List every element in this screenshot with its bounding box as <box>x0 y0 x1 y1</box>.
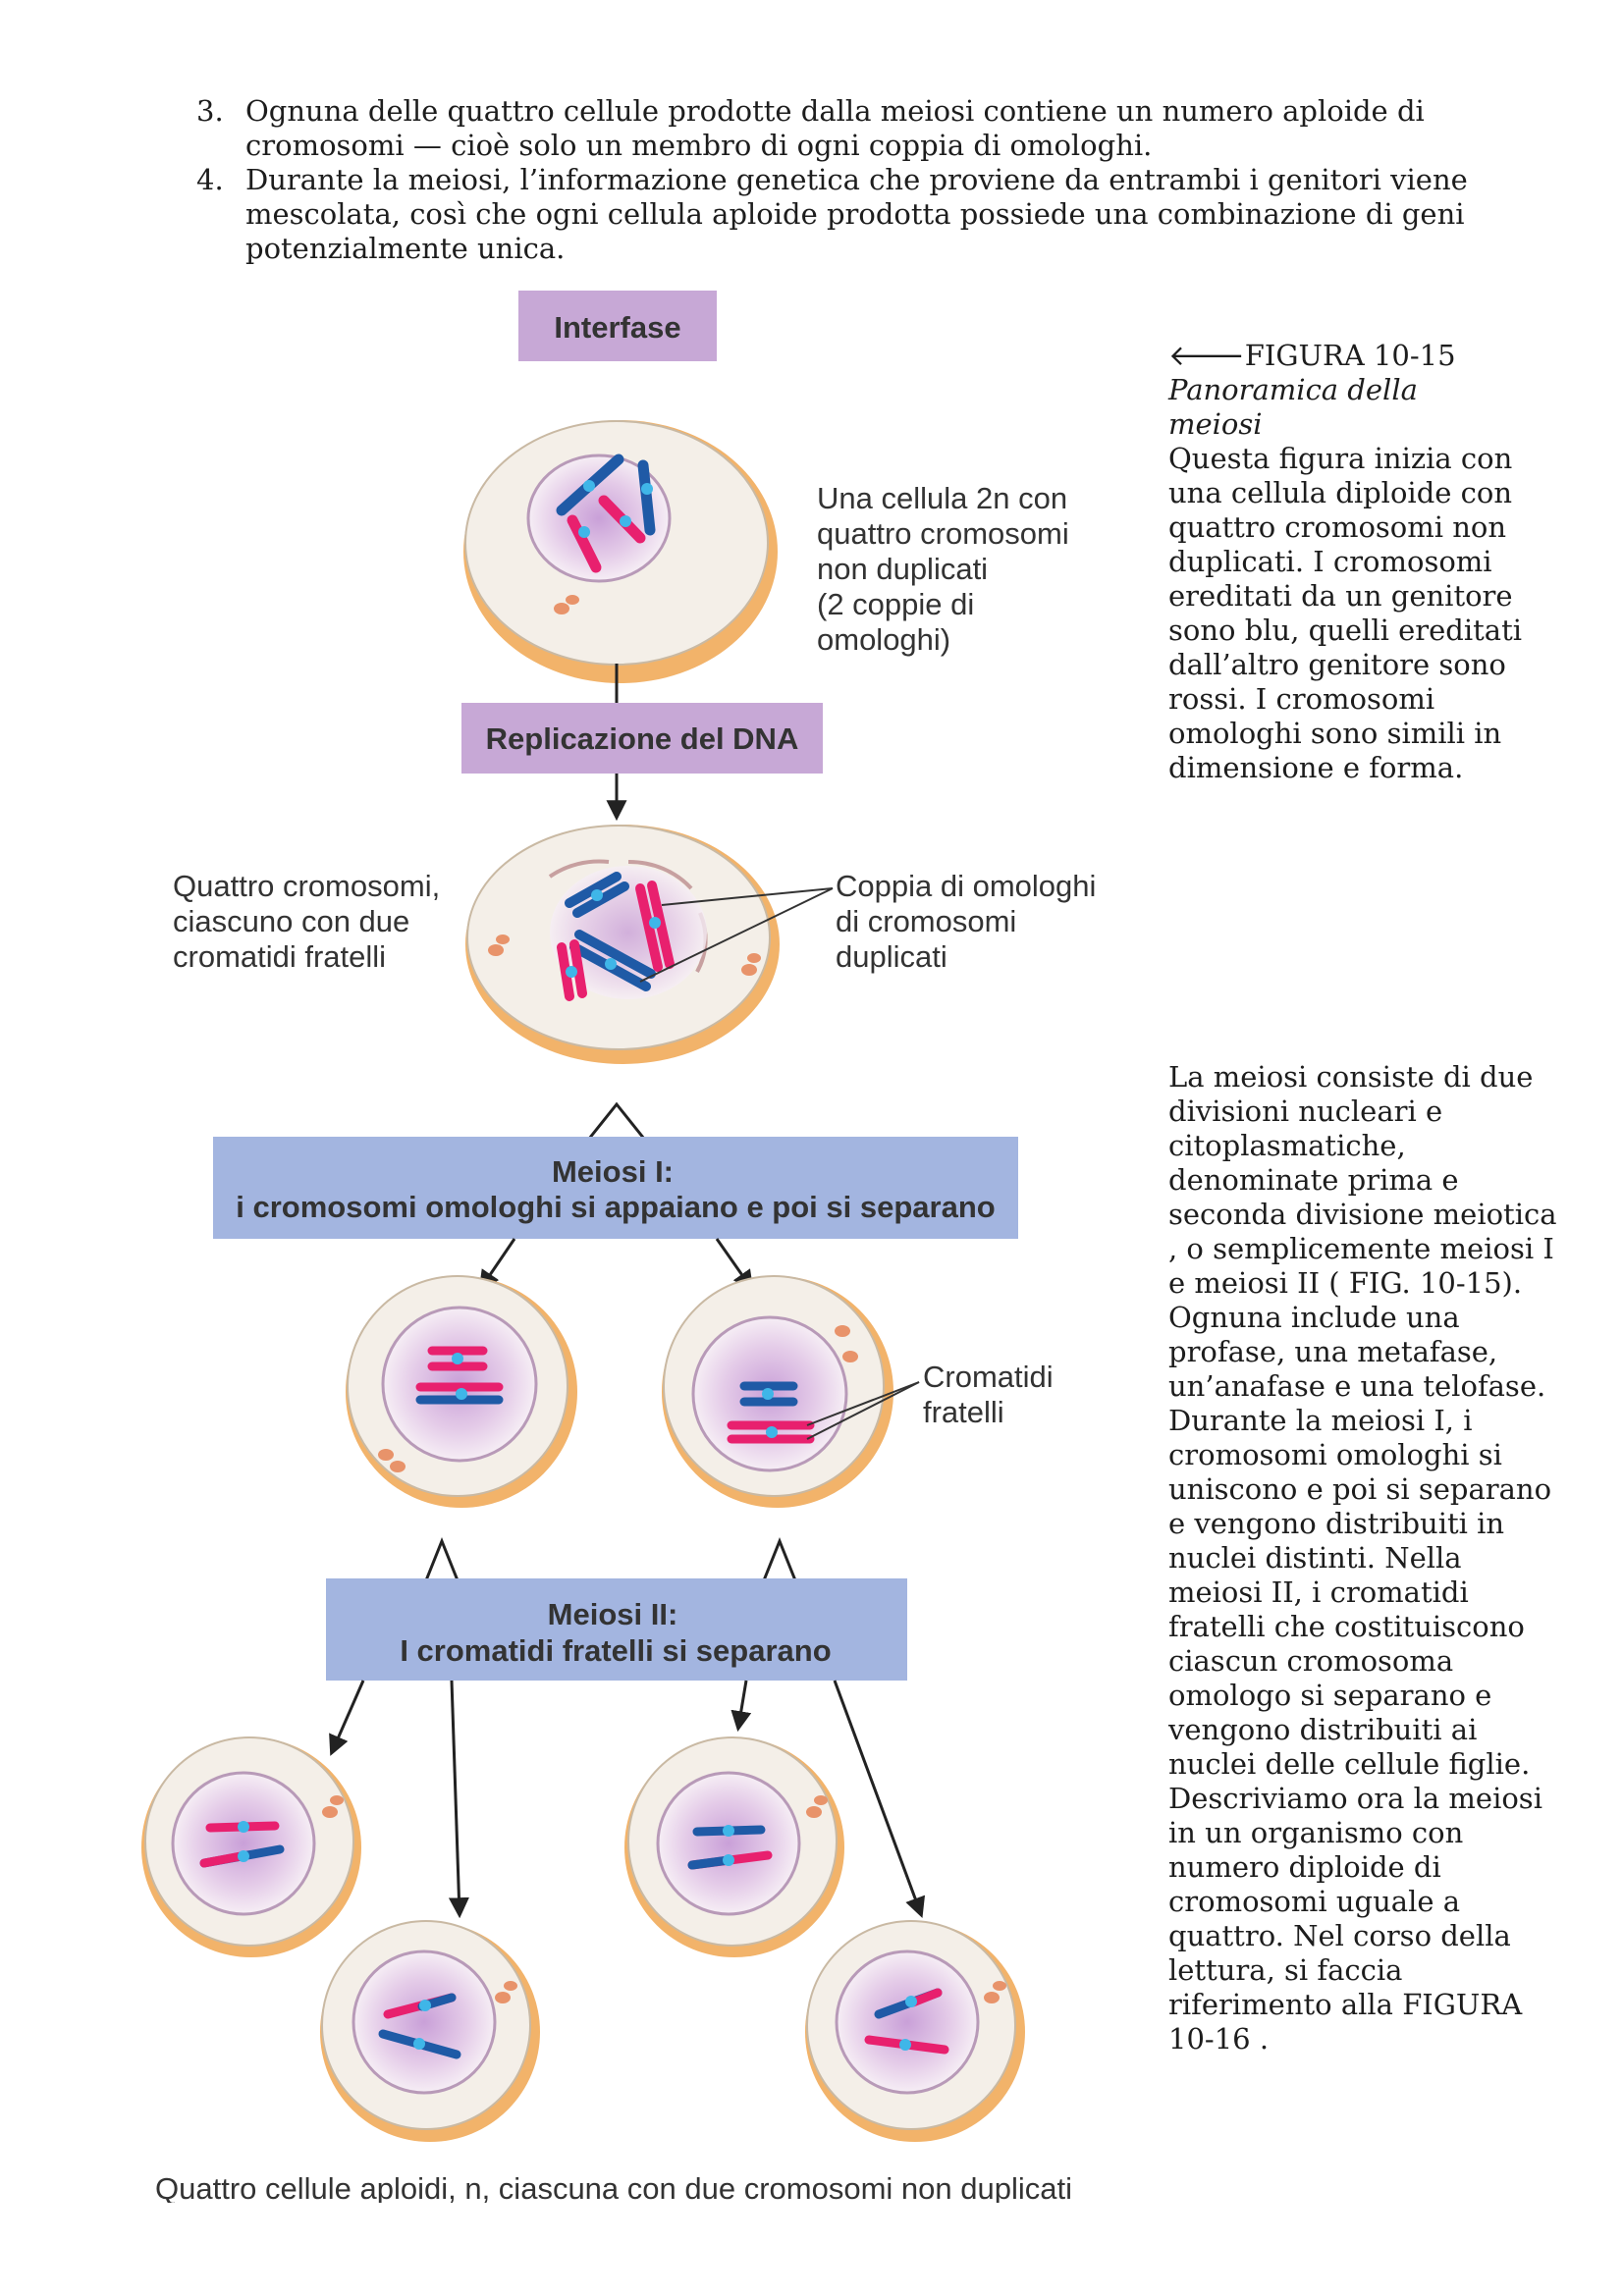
list-number: 3. <box>196 94 224 128</box>
list-item: 4. Durante la meiosi, l’informazione gen… <box>196 163 1532 266</box>
list-item: 3. Ognuna delle quattro cellule prodotte… <box>196 94 1532 163</box>
body-paragraph: La meiosi consiste di due divisioni nucl… <box>1168 1060 1557 2056</box>
replicazione-label-box <box>461 703 823 774</box>
interfase-label-box <box>518 291 717 361</box>
list-text: Ognuna delle quattro cellule prodotte da… <box>245 94 1425 162</box>
meiosi-1-box <box>213 1137 1018 1239</box>
interphase-cell <box>463 420 778 683</box>
cell-2n-description: Una cellula 2n con quattro cromosomi non… <box>817 481 1077 657</box>
cromatidi-fratelli-label: Cromatidi fratelli <box>923 1360 1061 1429</box>
organelle-icon <box>806 1795 828 1818</box>
organelle-icon <box>984 1981 1006 2003</box>
haploid-cell-2 <box>320 1920 540 2142</box>
haploid-cell-3 <box>624 1736 844 1957</box>
haploid-cell-1 <box>141 1736 361 1957</box>
figure-title-line: meiosi <box>1168 407 1263 441</box>
list-text: Durante la meiosi, l’informazione geneti… <box>245 163 1468 265</box>
numbered-list: 3. Ognuna delle quattro cellule prodotte… <box>196 94 1532 266</box>
organelle-icon <box>835 1325 858 1362</box>
meiosi-2-subtitle: I cromatidi fratelli si separano <box>400 1633 831 1668</box>
meiosi-1-subtitle: i cromosomi omologhi si appaiano e poi s… <box>236 1190 995 1224</box>
coppia-omologhi-label: Coppia di omologhi di cromosomi duplicat… <box>836 869 1105 974</box>
meiosi-2-box <box>326 1578 907 1681</box>
bottom-caption: Quattro cellule aploidi, n, ciascuna con… <box>155 2171 1072 2206</box>
organelle-icon <box>741 953 761 976</box>
figure-caption: 🡐FIGURA 10-15 Panoramica della meiosi Qu… <box>1168 339 1561 785</box>
haploid-cell-4 <box>805 1920 1025 2142</box>
figure-number: 🡐FIGURA 10-15 <box>1168 339 1456 372</box>
quattro-cromosomi-label: Quattro cromosomi, ciascuno con due crom… <box>173 869 449 974</box>
organelle-icon <box>495 1981 517 2003</box>
meiosi-1-title: Meiosi I: <box>552 1154 674 1189</box>
figure-title-line: Panoramica della <box>1168 373 1418 406</box>
interfase-label: Interfase <box>554 310 680 345</box>
organelle-icon <box>488 934 510 956</box>
organelle-icon <box>322 1795 344 1818</box>
organelle-icon <box>554 595 579 614</box>
list-number: 4. <box>196 163 224 196</box>
replicazione-label: Replicazione del DNA <box>486 721 799 756</box>
replicated-cell <box>465 825 834 1064</box>
meiosi-2-title: Meiosi II: <box>548 1597 678 1631</box>
figure-caption-text: Questa figura inizia con una cellula dip… <box>1168 442 1522 784</box>
organelle-icon <box>378 1449 406 1472</box>
meiosis-1-daughter-cell-left <box>346 1275 577 1508</box>
meiosis-1-daughter-cell-right <box>662 1275 920 1508</box>
